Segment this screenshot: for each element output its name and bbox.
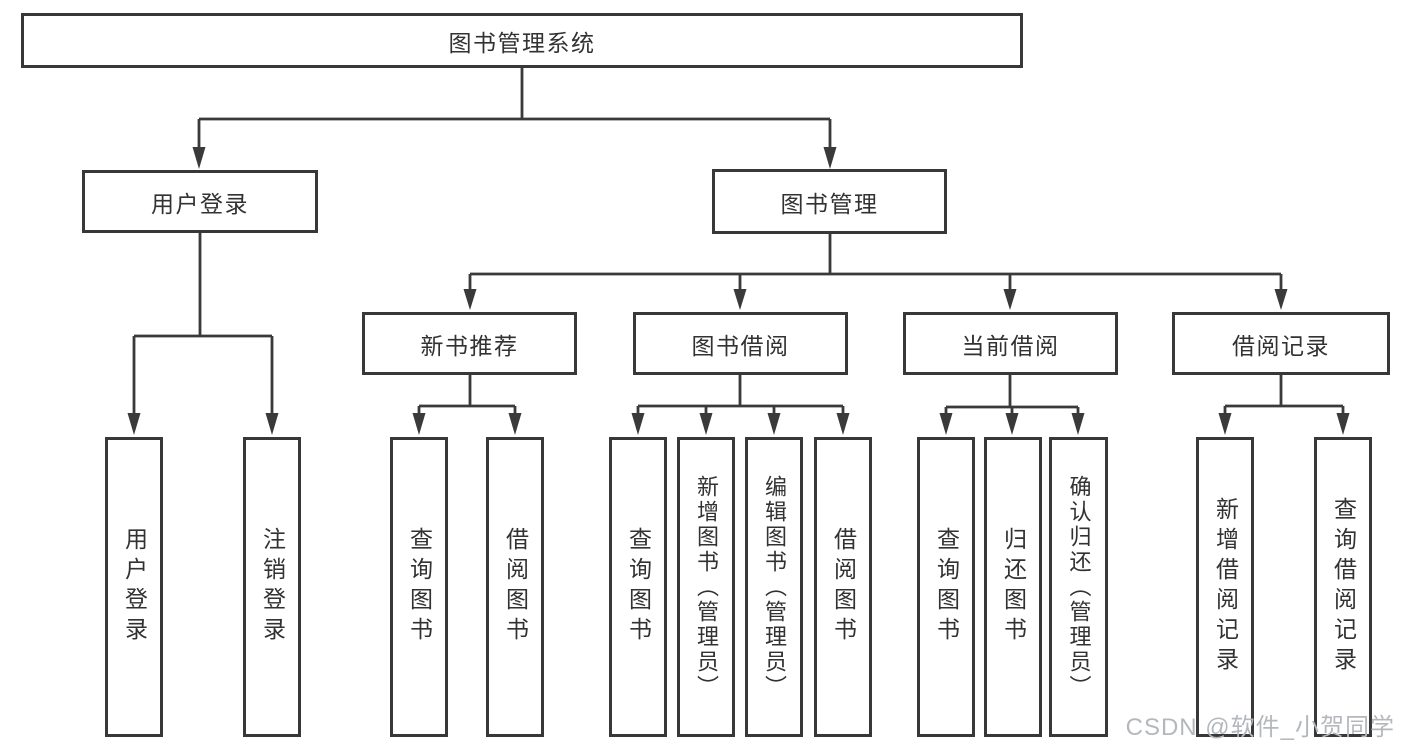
node-label: 借阅图书: [830, 527, 857, 647]
leaf-query-borrow-record: 查询借阅记录: [1314, 437, 1372, 737]
arrowhead: [631, 413, 645, 435]
node-label: 归还图书: [1000, 527, 1027, 647]
arrowhead: [265, 413, 279, 435]
arrowhead: [1005, 413, 1019, 435]
arrowhead: [192, 147, 206, 169]
arrowhead: [767, 413, 781, 435]
leaf-query-books-borrow: 查询图书: [609, 437, 667, 737]
leaf-edit-books-admin: 编辑图书（管理员）: [745, 437, 803, 737]
node-label: 新书推荐: [420, 332, 519, 359]
node-label: 注销登录: [259, 527, 286, 647]
leaf-user-login: 用户登录: [105, 437, 163, 737]
node-current-borrow: 当前借阅: [903, 312, 1118, 375]
node-label: 编辑图书（管理员）: [762, 474, 787, 700]
node-label: 查询图书: [933, 527, 960, 647]
node-label: 新增图书（管理员）: [694, 474, 719, 700]
node-label: 图书管理: [780, 190, 879, 217]
node-library-system: 图书管理系统: [21, 13, 1023, 68]
arrowhead: [1071, 413, 1085, 435]
arrowhead: [939, 413, 953, 435]
leaf-query-books-recommend: 查询图书: [390, 437, 448, 737]
node-label: 借阅记录: [1232, 332, 1330, 359]
leaf-borrow-books: 借阅图书: [814, 437, 872, 737]
arrowhead: [1336, 413, 1350, 435]
arrowhead: [1003, 289, 1017, 310]
node-book-borrow: 图书借阅: [633, 312, 848, 375]
node-label: 新增借阅记录: [1212, 497, 1239, 677]
node-label: 查询图书: [406, 527, 433, 647]
leaf-add-books-admin: 新增图书（管理员）: [677, 437, 735, 737]
arrowhead: [127, 413, 141, 435]
node-book-management: 图书管理: [712, 169, 947, 234]
arrowhead: [412, 413, 426, 435]
arrowhead: [823, 147, 837, 169]
node-label: 借阅图书: [502, 527, 529, 647]
leaf-confirm-return-admin: 确认归还（管理员）: [1049, 437, 1108, 737]
arrowhead: [836, 413, 850, 435]
leaf-logout: 注销登录: [243, 437, 301, 737]
leaf-borrow-books-recommend: 借阅图书: [486, 437, 544, 737]
node-label: 查询图书: [625, 527, 652, 647]
leaf-return-books: 归还图书: [984, 437, 1042, 737]
node-user-login: 用户登录: [82, 170, 318, 233]
node-label: 图书管理系统: [448, 29, 596, 56]
leaf-add-borrow-record: 新增借阅记录: [1196, 437, 1254, 737]
node-label: 用户登录: [151, 190, 249, 217]
arrowhead: [1218, 413, 1232, 435]
node-label: 确认归还（管理员）: [1066, 474, 1092, 700]
node-label: 当前借阅: [961, 332, 1060, 359]
node-label: 用户登录: [121, 527, 148, 647]
arrowhead: [463, 289, 477, 310]
arrowhead: [733, 289, 747, 310]
node-label: 查询借阅记录: [1330, 497, 1357, 677]
node-new-book-recommend: 新书推荐: [362, 312, 577, 375]
arrowheads: [127, 147, 1350, 435]
node-borrow-records: 借阅记录: [1172, 312, 1390, 375]
arrowhead: [1274, 289, 1288, 310]
arrowhead: [508, 413, 522, 435]
leaf-query-books-current: 查询图书: [917, 437, 975, 737]
arrowhead: [699, 413, 713, 435]
node-label: 图书借阅: [691, 332, 790, 359]
connector-path: [132, 66, 1345, 416]
